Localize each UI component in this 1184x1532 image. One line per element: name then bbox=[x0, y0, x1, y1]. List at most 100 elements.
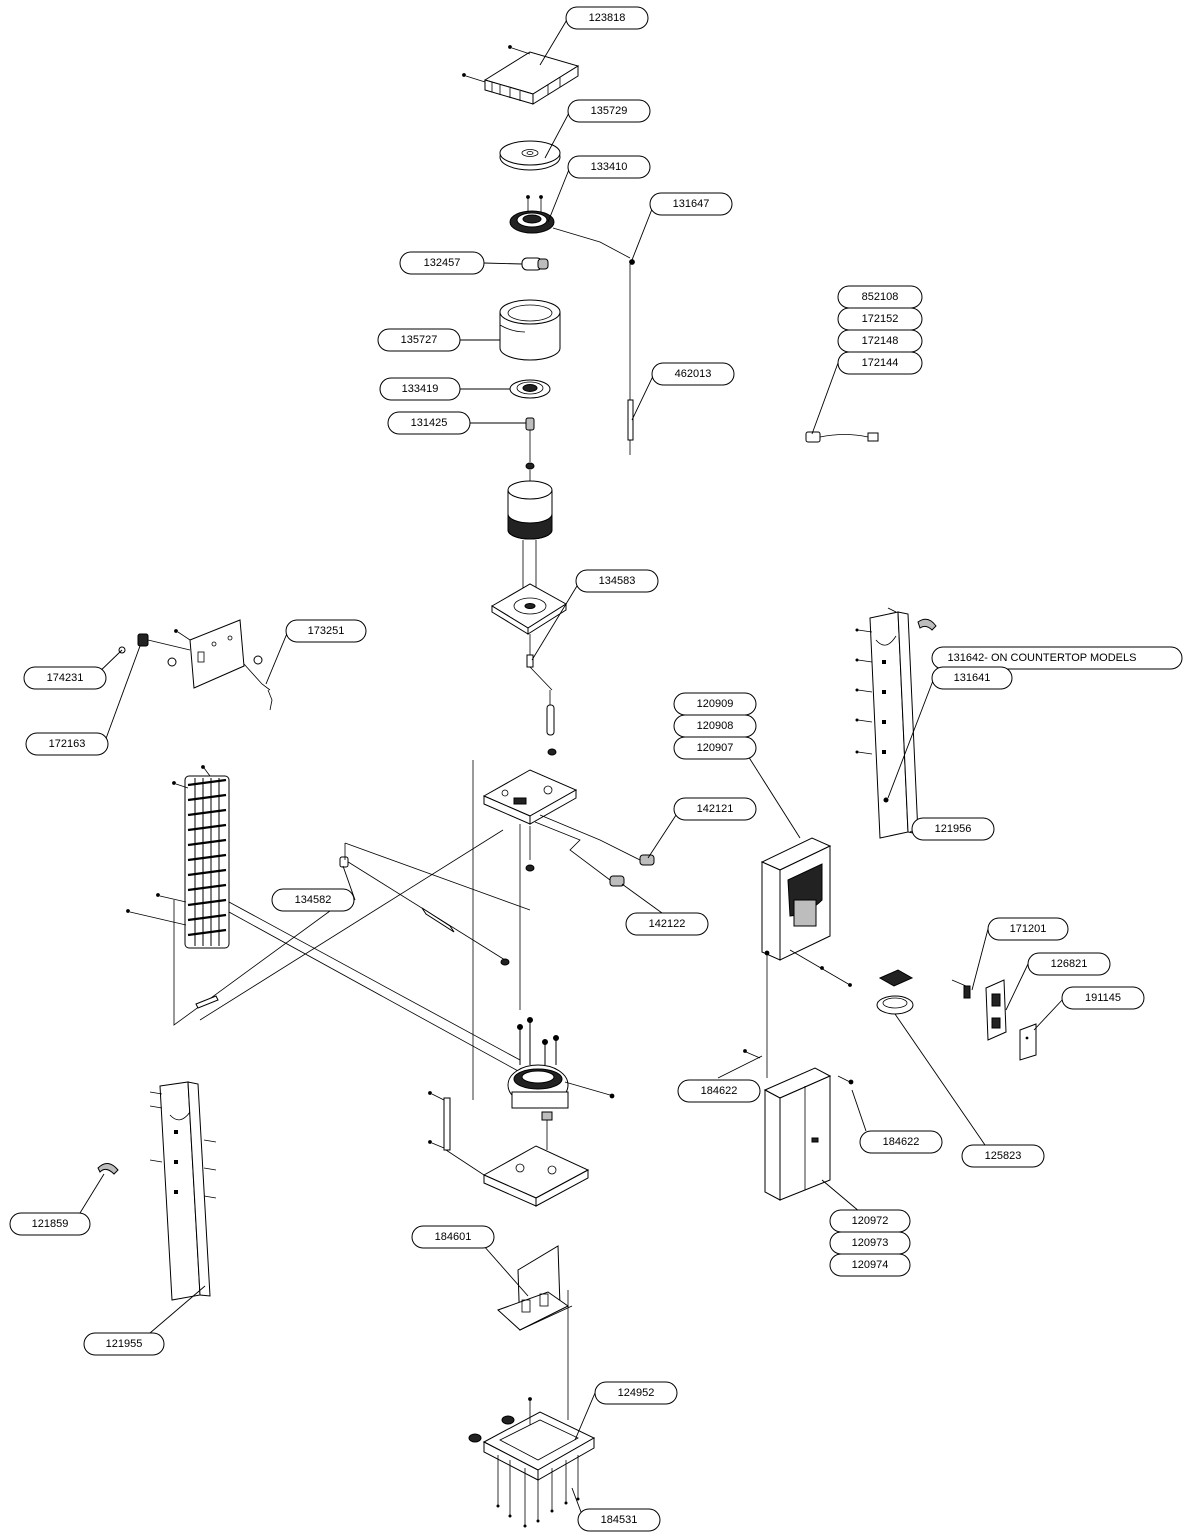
svg-text:131642- ON COUNTERTOP MODELS: 131642- ON COUNTERTOP MODELS bbox=[948, 652, 1137, 664]
svg-text:191145: 191145 bbox=[1085, 992, 1121, 1004]
callout-131641: 131641 bbox=[931, 666, 1013, 690]
callout-191145: 191145 bbox=[1061, 986, 1145, 1010]
svg-text:132457: 132457 bbox=[424, 257, 461, 269]
probe-fitting bbox=[521, 257, 549, 271]
svg-text:133419: 133419 bbox=[402, 383, 439, 395]
side-panel-right bbox=[855, 607, 937, 839]
callout-134582: 134582 bbox=[271, 888, 355, 912]
svg-text:131647: 131647 bbox=[673, 198, 710, 210]
cold-tank bbox=[507, 480, 553, 600]
callout-121956: 121956 bbox=[911, 817, 995, 841]
svg-text:121955: 121955 bbox=[106, 1338, 143, 1350]
leader-lines bbox=[79, 17, 1065, 1521]
callout-124952: 124952 bbox=[594, 1381, 678, 1405]
callout-126821: 126821 bbox=[1027, 952, 1111, 976]
svg-text:126821: 126821 bbox=[1051, 958, 1088, 970]
svg-text:121859: 121859 bbox=[32, 1218, 69, 1230]
svg-text:142121: 142121 bbox=[697, 803, 734, 815]
svg-text:131641: 131641 bbox=[954, 672, 991, 684]
svg-text:125823: 125823 bbox=[985, 1150, 1022, 1162]
reservoir-lid bbox=[499, 140, 561, 171]
callout-142121: 142121 bbox=[673, 797, 757, 821]
part-drawings bbox=[97, 45, 1037, 1528]
callout-184622-left: 184622 bbox=[677, 1079, 761, 1103]
reservoir-tank bbox=[499, 299, 561, 361]
callout-172148: 172148 bbox=[837, 329, 923, 353]
svg-text:131425: 131425 bbox=[411, 417, 448, 429]
callout-120973: 120973 bbox=[829, 1231, 911, 1255]
sensor-wire bbox=[627, 259, 635, 455]
svg-text:184622: 184622 bbox=[883, 1136, 920, 1148]
callout-184601: 184601 bbox=[411, 1225, 495, 1249]
callout-132457: 132457 bbox=[399, 251, 485, 275]
callout-120908: 120908 bbox=[673, 714, 757, 738]
svg-text:133410: 133410 bbox=[591, 161, 628, 173]
svg-text:172148: 172148 bbox=[862, 335, 899, 347]
svg-text:184622: 184622 bbox=[701, 1085, 738, 1097]
front-upper-housing bbox=[760, 837, 852, 1078]
callout-142122: 142122 bbox=[625, 912, 709, 936]
svg-text:134583: 134583 bbox=[599, 575, 636, 587]
svg-text:172163: 172163 bbox=[49, 738, 86, 750]
callout-852108: 852108 bbox=[837, 285, 923, 309]
callout-184622-right: 184622 bbox=[859, 1130, 943, 1154]
svg-text:462013: 462013 bbox=[675, 368, 712, 380]
callout-133419: 133419 bbox=[379, 377, 461, 401]
top-cover-plate bbox=[462, 45, 580, 105]
callout-171201: 171201 bbox=[987, 917, 1069, 941]
compressor bbox=[507, 1017, 615, 1150]
svg-text:172144: 172144 bbox=[862, 357, 899, 369]
callout-labels: 123818 135729 133410 131647 132457 85210… bbox=[9, 6, 1183, 1532]
svg-text:120909: 120909 bbox=[697, 698, 734, 710]
svg-text:121956: 121956 bbox=[935, 823, 972, 835]
svg-text:174231: 174231 bbox=[47, 672, 84, 684]
callout-133410: 133410 bbox=[567, 155, 651, 179]
callout-121859: 121859 bbox=[9, 1212, 91, 1236]
callout-172163: 172163 bbox=[25, 732, 109, 756]
callout-123818: 123818 bbox=[565, 6, 649, 30]
svg-text:120973: 120973 bbox=[852, 1237, 889, 1249]
callout-184531: 184531 bbox=[577, 1508, 661, 1532]
svg-text:135727: 135727 bbox=[401, 334, 438, 346]
tank-base bbox=[491, 583, 567, 756]
base-frame bbox=[468, 1397, 596, 1528]
condenser-coil bbox=[126, 765, 521, 1073]
svg-text:171201: 171201 bbox=[1010, 923, 1047, 935]
svg-text:120974: 120974 bbox=[852, 1259, 889, 1271]
front-control-panel bbox=[951, 979, 1037, 1061]
callout-174231: 174231 bbox=[23, 666, 107, 690]
svg-text:120972: 120972 bbox=[852, 1215, 889, 1227]
svg-text:184601: 184601 bbox=[435, 1231, 472, 1243]
valve-stem bbox=[525, 417, 535, 482]
upper-chassis-plate bbox=[482, 769, 578, 1010]
power-cord bbox=[805, 431, 879, 443]
callout-131425: 131425 bbox=[387, 411, 471, 435]
callout-131642: 131642- ON COUNTERTOP MODELS bbox=[931, 646, 1183, 670]
tap-tubing bbox=[534, 814, 655, 887]
drip-tray bbox=[876, 969, 914, 1015]
side-panel-left bbox=[97, 1081, 217, 1301]
callout-173251: 173251 bbox=[285, 619, 367, 643]
svg-text:852108: 852108 bbox=[862, 291, 899, 303]
callout-120972: 120972 bbox=[829, 1209, 911, 1233]
svg-text:120908: 120908 bbox=[697, 720, 734, 732]
rear-bracket bbox=[497, 1245, 573, 1420]
callout-135729: 135729 bbox=[567, 99, 651, 123]
svg-text:173251: 173251 bbox=[308, 625, 345, 637]
callout-120909: 120909 bbox=[673, 692, 757, 716]
callout-121955: 121955 bbox=[83, 1332, 165, 1356]
callout-172152: 172152 bbox=[837, 307, 923, 331]
control-board bbox=[118, 619, 273, 711]
callout-125823: 125823 bbox=[961, 1144, 1045, 1168]
svg-text:172152: 172152 bbox=[862, 313, 899, 325]
callout-134583: 134583 bbox=[575, 569, 659, 593]
callout-172144: 172144 bbox=[837, 351, 923, 375]
callout-135727: 135727 bbox=[377, 328, 461, 352]
heater-ring bbox=[509, 195, 631, 259]
lower-chassis-plate bbox=[428, 1091, 590, 1207]
svg-text:124952: 124952 bbox=[618, 1387, 655, 1399]
long-tubes bbox=[199, 760, 531, 1100]
svg-text:134582: 134582 bbox=[295, 894, 332, 906]
callout-120974: 120974 bbox=[829, 1253, 911, 1277]
